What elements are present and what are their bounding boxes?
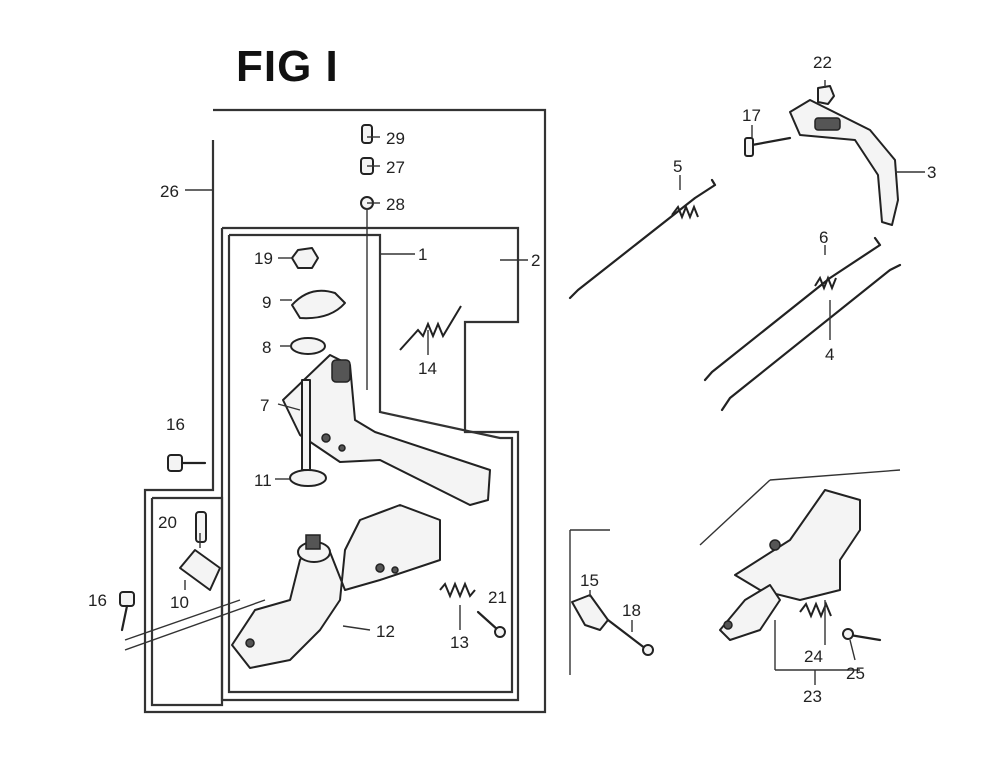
spring-part-24	[799, 601, 832, 619]
bolt-part-16b	[119, 591, 135, 607]
callout-9: 9	[262, 293, 271, 312]
callout-4: 4	[825, 345, 834, 364]
callout-13: 13	[450, 633, 469, 652]
clip-part-10	[179, 549, 221, 591]
callout-23: 23	[803, 687, 822, 706]
callout-25: 25	[846, 664, 865, 683]
callout-29: 29	[386, 129, 405, 148]
bracket-part-12	[231, 504, 441, 669]
callout-26: 26	[160, 182, 179, 201]
lower-right-bracket	[719, 489, 882, 642]
callout-16-lower: 16	[88, 591, 107, 610]
rod-part-6	[703, 236, 882, 382]
callout-27: 27	[386, 158, 405, 177]
callout-15: 15	[580, 571, 599, 590]
callout-28: 28	[386, 195, 405, 214]
callout-20: 20	[158, 513, 177, 532]
rod-part-5	[568, 178, 717, 300]
callout-16-upper: 16	[166, 415, 185, 434]
spring-part-13	[439, 581, 476, 599]
pin-and-bolt	[571, 594, 654, 656]
callout-2: 2	[531, 251, 540, 270]
washer-part-11	[289, 469, 327, 487]
callout-10: 10	[170, 593, 189, 612]
bolt-part-20	[195, 511, 207, 543]
callout-21: 21	[488, 588, 507, 607]
pin-part-15	[571, 594, 609, 631]
bolt-part-25	[842, 628, 854, 640]
callout-24: 24	[804, 647, 823, 666]
nut-part-22	[817, 85, 835, 105]
callout-8: 8	[262, 338, 271, 357]
callout-17: 17	[742, 106, 761, 125]
bolt-part-17	[744, 137, 754, 157]
callout-14: 14	[418, 359, 437, 378]
callout-5: 5	[673, 157, 682, 176]
callout-6: 6	[819, 228, 828, 247]
callout-7: 7	[260, 396, 269, 415]
callout-12: 12	[376, 622, 395, 641]
spring-part-14	[399, 305, 462, 351]
upper-right-bracket	[744, 85, 899, 226]
arm-part-23	[719, 584, 781, 641]
governor-arm-assembly	[119, 124, 506, 669]
callout-labels: 1 2 3 4 5 6 7 8 9 10 11 12 13 14 15 16 1…	[88, 53, 936, 706]
callout-19: 19	[254, 249, 273, 268]
callout-11: 11	[254, 471, 272, 490]
callout-22: 22	[813, 53, 832, 72]
figure-title: FIG I	[236, 42, 339, 91]
callout-3: 3	[927, 163, 936, 182]
bolt-part-16	[167, 454, 183, 472]
washer-part-8	[290, 337, 326, 355]
rod-part-4	[720, 263, 902, 412]
nut-part-19	[291, 247, 319, 269]
linkage-rods	[568, 178, 902, 412]
screw-part-29	[361, 124, 373, 144]
plate-part-9	[291, 289, 346, 320]
callout-1: 1	[418, 245, 427, 264]
leader-lines	[124, 80, 925, 685]
callout-18: 18	[622, 601, 641, 620]
bracket-part-3	[789, 99, 899, 226]
bolt-part-18	[642, 644, 654, 656]
